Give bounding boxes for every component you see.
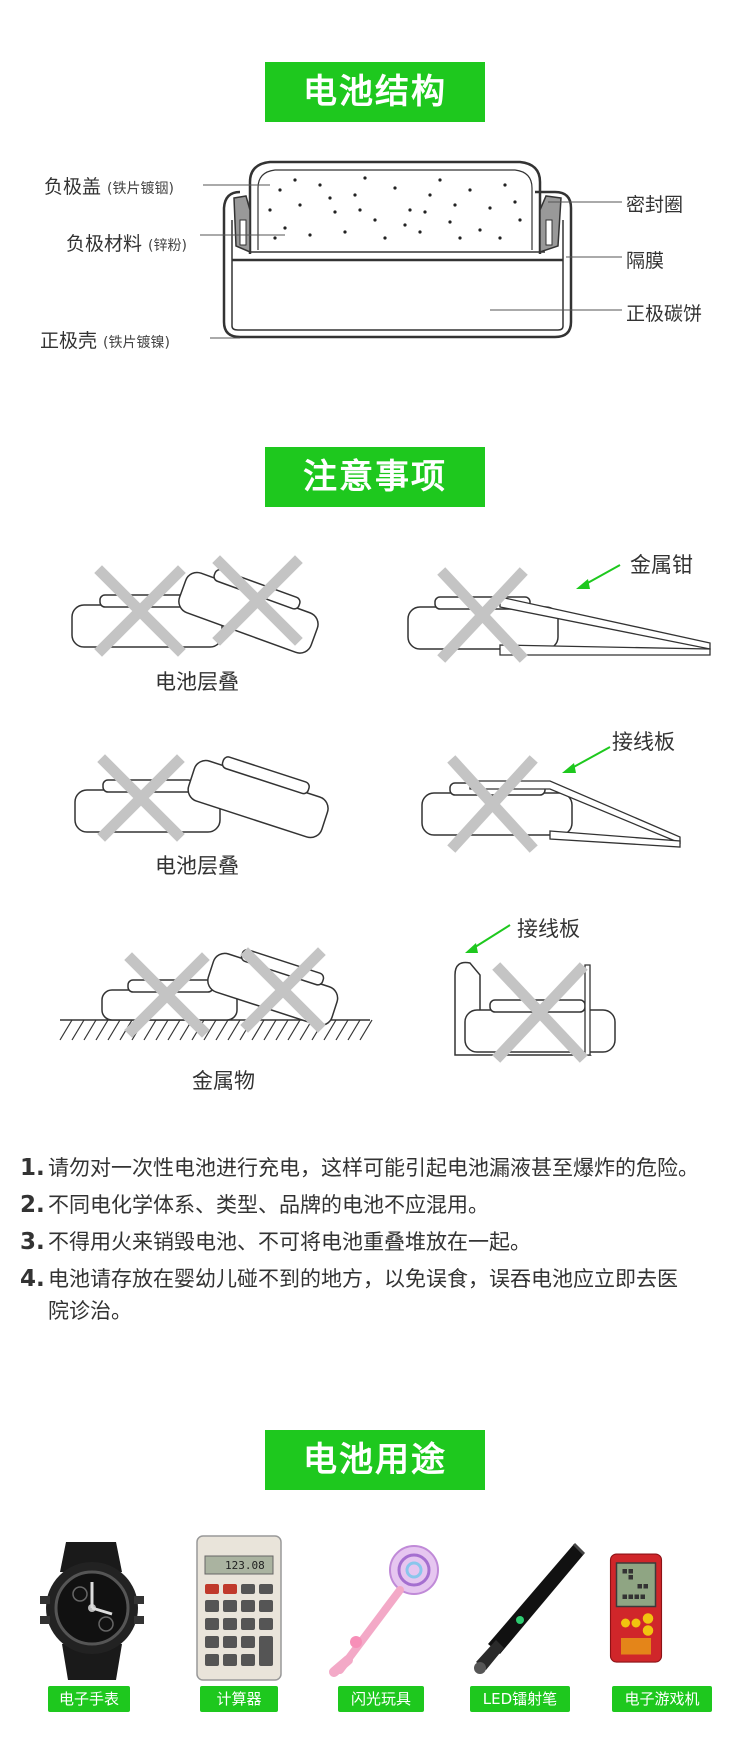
section-title-uses: 电池用途 [265, 1430, 485, 1490]
label-separator: 隔膜 [626, 250, 665, 272]
note-item: 2.不同电化学体系、类型、品牌的电池不应混用。 [20, 1192, 489, 1218]
caption-board-2: 接线板 [517, 917, 580, 941]
illustration-wiring-board-1 [421, 746, 681, 853]
section-title-precautions: 注意事项 [265, 447, 485, 507]
use-label-toy: 闪光玩具 [338, 1686, 424, 1712]
caption-metal: 金属物 [192, 1069, 255, 1093]
calculator-display: 123.08 [225, 1559, 265, 1572]
caption-stack-1: 电池层叠 [155, 670, 239, 694]
note-item: 3.不得用火来销毁电池、不可将电池重叠堆放在一起。 [20, 1229, 531, 1255]
label-positive-carbon: 正极碳饼 [626, 303, 703, 325]
toy-icon [329, 1545, 439, 1677]
laser-pen-icon [474, 1542, 586, 1674]
game-console-icon [609, 1553, 663, 1663]
label-negative-cap: 负极盖(铁片镀铟) [44, 176, 174, 198]
watch-icon [40, 1542, 144, 1680]
caption-stack-2: 电池层叠 [155, 854, 239, 878]
illustration-stacked-batteries-1 [71, 555, 319, 657]
caption-board-1: 接线板 [612, 730, 675, 754]
use-label-laser-pen: LED镭射笔 [470, 1686, 570, 1712]
use-label-watch: 电子手表 [48, 1686, 130, 1712]
label-positive-shell: 正极壳(铁片镀镍) [40, 330, 170, 352]
illustration-metal-object [59, 947, 373, 1041]
use-label-calculator: 计算器 [200, 1686, 278, 1712]
label-negative-material: 负极材料(锌粉) [66, 233, 187, 255]
use-label-game-console: 电子游戏机 [612, 1686, 712, 1712]
label-seal-ring: 密封圈 [626, 194, 684, 216]
section-title-structure: 电池结构 [265, 62, 485, 122]
note-item: 1.请勿对一次性电池进行充电，这样可能引起电池漏液甚至爆炸的危险。 [20, 1155, 699, 1181]
calculator-icon: 123.08 [195, 1532, 283, 1684]
illustration-tweezers [407, 564, 711, 663]
note-item: 4.电池请存放在婴幼儿碰不到的地方，以免误食，误吞电池应立即去医院诊治。 [20, 1266, 678, 1323]
illustration-stacked-batteries-2 [74, 754, 329, 842]
precaution-notes: 1.请勿对一次性电池进行充电，这样可能引起电池漏液甚至爆炸的危险。 2.不同电化… [20, 1152, 740, 1332]
caption-tweezers: 金属钳 [630, 553, 693, 577]
battery-structure-diagram [200, 160, 622, 339]
illustration-wiring-board-2 [454, 924, 616, 1063]
